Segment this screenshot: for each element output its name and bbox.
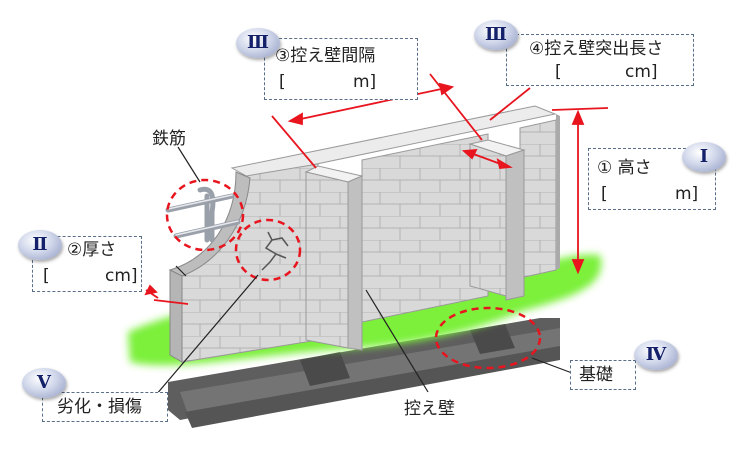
thickness-badge: Ⅱ bbox=[18, 230, 62, 260]
thickness-label: ②厚さ bbox=[67, 240, 117, 260]
foundation-label: 基礎 bbox=[579, 365, 613, 385]
crack bbox=[261, 231, 289, 271]
buttress-label: 控え壁 bbox=[404, 399, 455, 419]
deterioration-label-box: 劣化・損傷 bbox=[42, 392, 168, 422]
thickness-label-box: ②厚さ [ cm] bbox=[32, 236, 142, 292]
crack-highlight-circle bbox=[234, 218, 302, 282]
rebar-highlight-circle bbox=[165, 178, 245, 252]
spacing-label: ③控え壁間隔 bbox=[275, 46, 376, 66]
projection-badge: Ⅲ bbox=[474, 20, 518, 50]
foundation-label-box: 基礎 bbox=[570, 360, 636, 390]
projection-unit: cm] bbox=[625, 62, 658, 82]
dimension-lines bbox=[144, 73, 609, 305]
spacing-unit: m] bbox=[353, 72, 377, 92]
thickness-bracket-open: [ bbox=[43, 266, 50, 286]
deterioration-badge: Ⅴ bbox=[22, 368, 66, 398]
height-bracket-open: [ bbox=[601, 184, 608, 204]
height-badge: Ⅰ bbox=[682, 142, 726, 172]
projection-label-box: ④控え壁突出長さ [ cm] bbox=[506, 34, 694, 86]
foundation-badge: Ⅳ bbox=[634, 340, 678, 370]
spacing-bracket-open: [ bbox=[279, 72, 286, 92]
thickness-unit: cm] bbox=[105, 266, 138, 286]
projection-bracket-open: [ bbox=[555, 62, 562, 82]
foundation-highlight-circle bbox=[434, 306, 542, 370]
spacing-label-box: ③控え壁間隔 [ m] bbox=[264, 38, 418, 100]
wall-body bbox=[168, 105, 560, 363]
rebar-label: 鉄筋 bbox=[152, 129, 186, 149]
height-unit: m] bbox=[675, 184, 699, 204]
projection-label: ④控え壁突出長さ bbox=[529, 39, 664, 59]
height-label: ① 高さ bbox=[597, 158, 652, 178]
spacing-badge: Ⅲ bbox=[236, 28, 280, 58]
rebar bbox=[165, 186, 241, 243]
deterioration-label: 劣化・損傷 bbox=[57, 397, 142, 417]
